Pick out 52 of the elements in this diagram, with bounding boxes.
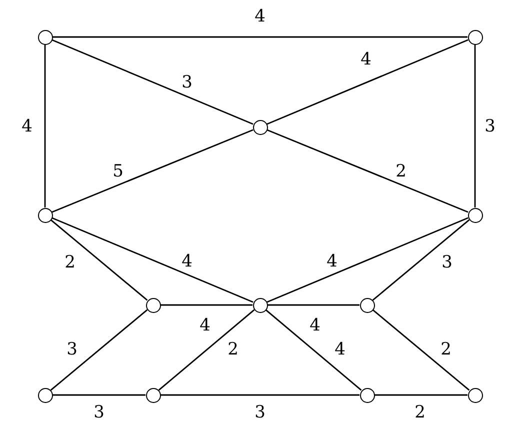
edge-line: [52, 39, 254, 125]
edge-label: 3: [66, 342, 78, 358]
vertex-circle: [146, 388, 160, 402]
edge-label: 5: [112, 164, 124, 180]
edge-line: [374, 394, 468, 396]
edge-line: [50, 219, 148, 301]
edge-label: 2: [64, 254, 76, 272]
vertex-circle: [360, 298, 374, 312]
edge-line: [372, 309, 470, 391]
edge-label: 4: [22, 118, 32, 136]
edge-label: 2: [414, 404, 426, 422]
vertex-circle: [360, 388, 374, 402]
edge-line: [474, 44, 476, 208]
edge-line: [372, 219, 470, 301]
edge-label: 4: [334, 342, 346, 358]
edge-label: 3: [254, 404, 266, 422]
edge-label: 4: [200, 318, 210, 334]
edge-line: [52, 36, 468, 38]
edge-label: 2: [228, 342, 238, 358]
edge-label: 3: [182, 74, 192, 92]
edge-label: 3: [94, 404, 104, 422]
edge-label: 2: [440, 342, 452, 358]
edge-label: 4: [254, 8, 266, 26]
edge-line: [266, 217, 468, 303]
edge-line: [52, 394, 146, 396]
vertex-circle: [38, 388, 52, 402]
edge-line: [44, 44, 46, 208]
edge-line: [266, 39, 468, 125]
edge-label: 4: [360, 52, 372, 68]
edge-label: 3: [442, 254, 452, 272]
edge-line: [50, 309, 148, 391]
vertex-circle: [468, 388, 482, 402]
edge-line: [160, 304, 252, 306]
edge-label: 3: [484, 118, 496, 136]
vertex-circle: [146, 298, 160, 312]
edge-line: [265, 309, 362, 391]
vertex-circle: [38, 208, 52, 222]
edge-label: 2: [396, 164, 406, 180]
vertex-circle: [252, 120, 268, 134]
vertex-circle: [468, 208, 482, 222]
edge-line: [266, 129, 468, 213]
edge-line: [160, 394, 360, 396]
edge-label: 4: [310, 318, 320, 334]
vertex-circle: [38, 30, 52, 44]
vertex-circle: [468, 30, 482, 44]
edge-line: [158, 309, 255, 391]
edge-label: 4: [182, 254, 192, 270]
edge-line: [52, 129, 254, 213]
edge-line: [268, 304, 360, 306]
edge-label: 4: [326, 254, 338, 270]
vertex-circle: [252, 298, 268, 312]
edge-line: [52, 217, 254, 303]
